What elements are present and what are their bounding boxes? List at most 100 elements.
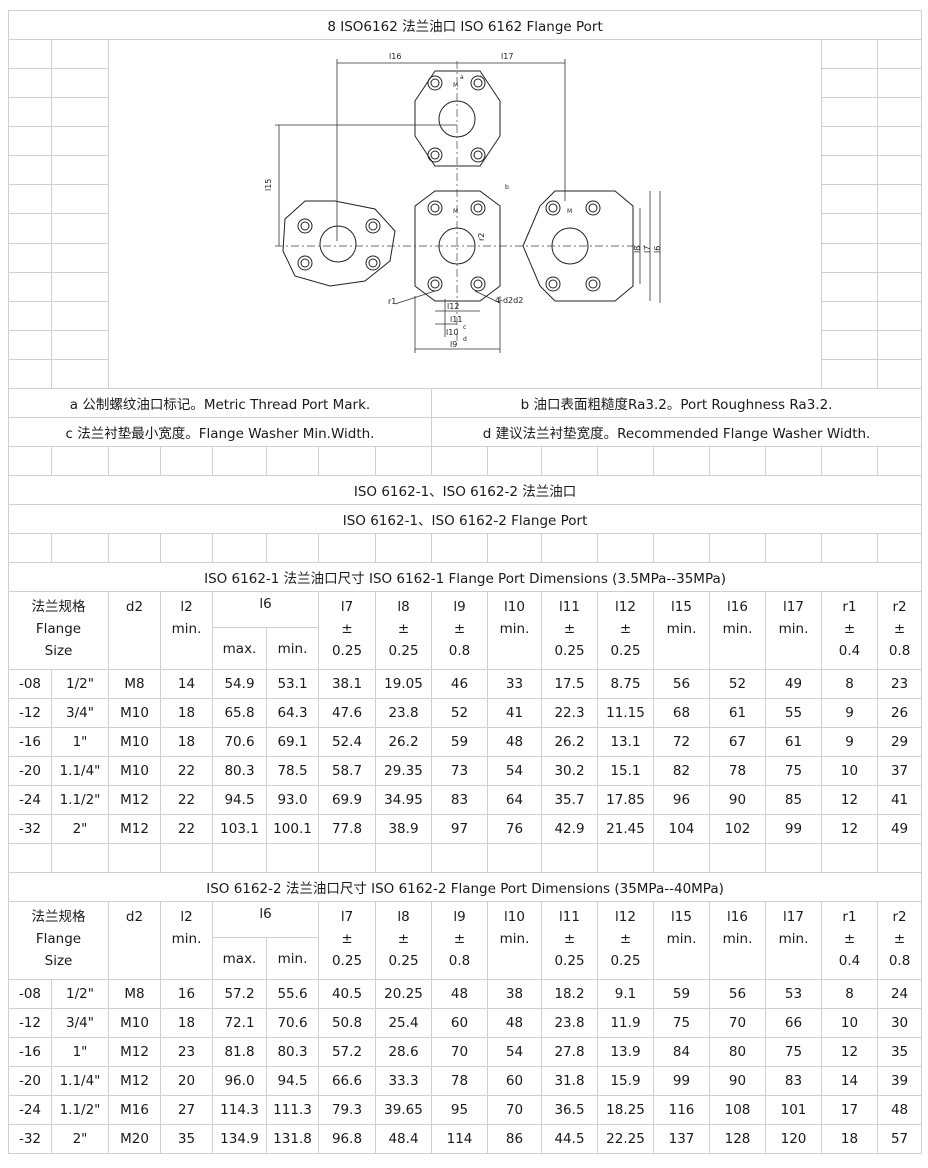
table-cell: 99 — [653, 1066, 710, 1096]
table-cell: 13.9 — [597, 1037, 654, 1067]
col-header-l7-line: 0.25 — [331, 953, 363, 969]
table-cell: 49 — [765, 669, 822, 699]
table-cell: M10 — [108, 756, 161, 786]
table-cell: 23 — [160, 1037, 213, 1067]
col-header-size-line: Size — [44, 643, 73, 659]
dim-l11: l11 — [450, 315, 462, 324]
table-cell: 101 — [765, 1095, 822, 1125]
table-cell: -16 — [8, 1037, 52, 1067]
table-cell: 48 — [487, 1008, 542, 1038]
page-title: 8 ISO6162 法兰油口 ISO 6162 Flange Port — [7, 10, 923, 40]
table-cell: 29 — [876, 727, 923, 757]
col-header-l8-line: 0.25 — [388, 643, 419, 659]
table-cell: 61 — [709, 698, 766, 728]
table-cell: 12 — [821, 1037, 878, 1067]
table-title: ISO 6162-2 法兰油口尺寸 ISO 6162-2 Flange Port… — [7, 872, 923, 902]
table-cell: M8 — [108, 979, 161, 1009]
table-cell: 128 — [709, 1124, 766, 1154]
table-cell: 10 — [821, 1008, 878, 1038]
table-cell: 137 — [653, 1124, 710, 1154]
table-cell: 120 — [765, 1124, 822, 1154]
col-header-l12: l12±0.25 — [597, 901, 654, 980]
table-cell: 72 — [653, 727, 710, 757]
table-cell: 82 — [653, 756, 710, 786]
table-cell: 66 — [765, 1008, 822, 1038]
col-header-l7-line: 0.25 — [331, 643, 363, 659]
table-cell: 30 — [876, 1008, 923, 1038]
col-header-l11-line: l11 — [559, 909, 580, 925]
table-cell: 54.9 — [212, 669, 267, 699]
col-header-l9-line: ± — [453, 621, 466, 637]
table-cell: 35.7 — [541, 785, 598, 815]
col-header-l11-line: l11 — [559, 599, 580, 615]
table-cell: 23.8 — [541, 1008, 598, 1038]
note-a: a 公制螺纹油口标记。Metric Thread Port Mark. — [8, 388, 432, 418]
dim-r1: r1 — [388, 297, 396, 306]
table-cell: 39.65 — [375, 1095, 432, 1125]
table-cell: 41 — [876, 785, 923, 815]
table-cell: 111.3 — [266, 1095, 319, 1125]
table-cell: 114 — [431, 1124, 488, 1154]
iso-6162-1-table: ISO 6162-1 法兰油口尺寸 ISO 6162-1 Flange Port… — [7, 562, 923, 873]
col-header-l11: l11±0.25 — [541, 591, 598, 670]
table-cell: 103.1 — [212, 814, 267, 844]
col-header-l10-line: min. — [499, 931, 530, 947]
table-cell: 18 — [160, 727, 213, 757]
col-header-l7: l7±0.25 — [318, 591, 376, 670]
table-cell: 22 — [160, 785, 213, 815]
table-cell: 8 — [821, 669, 878, 699]
col-header-size-line: Size — [44, 953, 73, 969]
table-cell: 60 — [487, 1066, 542, 1096]
table-cell: 56 — [709, 979, 766, 1009]
table-cell: 75 — [765, 756, 822, 786]
table-cell: 134.9 — [212, 1124, 267, 1154]
col-header-r1-line: r1 — [842, 599, 857, 615]
table-cell: -24 — [8, 1095, 52, 1125]
table-cell: 66.6 — [318, 1066, 376, 1096]
table-cell: 102 — [709, 814, 766, 844]
col-header-l12: l12±0.25 — [597, 591, 654, 670]
table-cell: 78.5 — [266, 756, 319, 786]
table-cell: 18.2 — [541, 979, 598, 1009]
table-cell: 44.5 — [541, 1124, 598, 1154]
table-cell: 57 — [876, 1124, 923, 1154]
col-header-r2-line: ± — [893, 621, 906, 637]
note-d: d 建议法兰衬垫宽度。Recommended Flange Washer Wid… — [430, 417, 923, 447]
table-cell: 52 — [709, 669, 766, 699]
table-cell: 60 — [431, 1008, 488, 1038]
col-header-l11-line: ± — [563, 621, 576, 637]
table-cell: 18 — [160, 1008, 213, 1038]
table-cell: 2" — [51, 814, 109, 844]
table-cell: 17.85 — [597, 785, 654, 815]
col-header-l12-line: ± — [619, 621, 632, 637]
col-header-l16-line: l16 — [727, 599, 748, 615]
col-header-l7-line: ± — [341, 931, 353, 947]
table-cell: M8 — [108, 669, 161, 699]
col-header-l9-line: 0.8 — [448, 953, 471, 969]
table-cell: 42.9 — [541, 814, 598, 844]
table-cell: 70 — [431, 1037, 488, 1067]
table-cell: 23.8 — [375, 698, 432, 728]
table-cell: 85 — [765, 785, 822, 815]
table-cell: 99 — [765, 814, 822, 844]
table-cell: 15.9 — [597, 1066, 654, 1096]
table-cell: 96.0 — [212, 1066, 267, 1096]
table-cell: 36.5 — [541, 1095, 598, 1125]
table-cell: 69.1 — [266, 727, 319, 757]
table-cell: M12 — [108, 785, 161, 815]
table-cell: 100.1 — [266, 814, 319, 844]
table-cell: 1.1/4" — [51, 1066, 109, 1096]
table-cell: 27 — [160, 1095, 213, 1125]
table-cell: -32 — [8, 1124, 52, 1154]
col-header-l12-line: 0.25 — [610, 953, 641, 969]
col-header-l2-line: l2 — [180, 599, 193, 615]
table-cell: 3/4" — [51, 1008, 109, 1038]
table-cell: 64.3 — [266, 698, 319, 728]
col-header-l8-line: l8 — [397, 599, 410, 615]
col-header-r1: r1±0.4 — [821, 901, 878, 980]
